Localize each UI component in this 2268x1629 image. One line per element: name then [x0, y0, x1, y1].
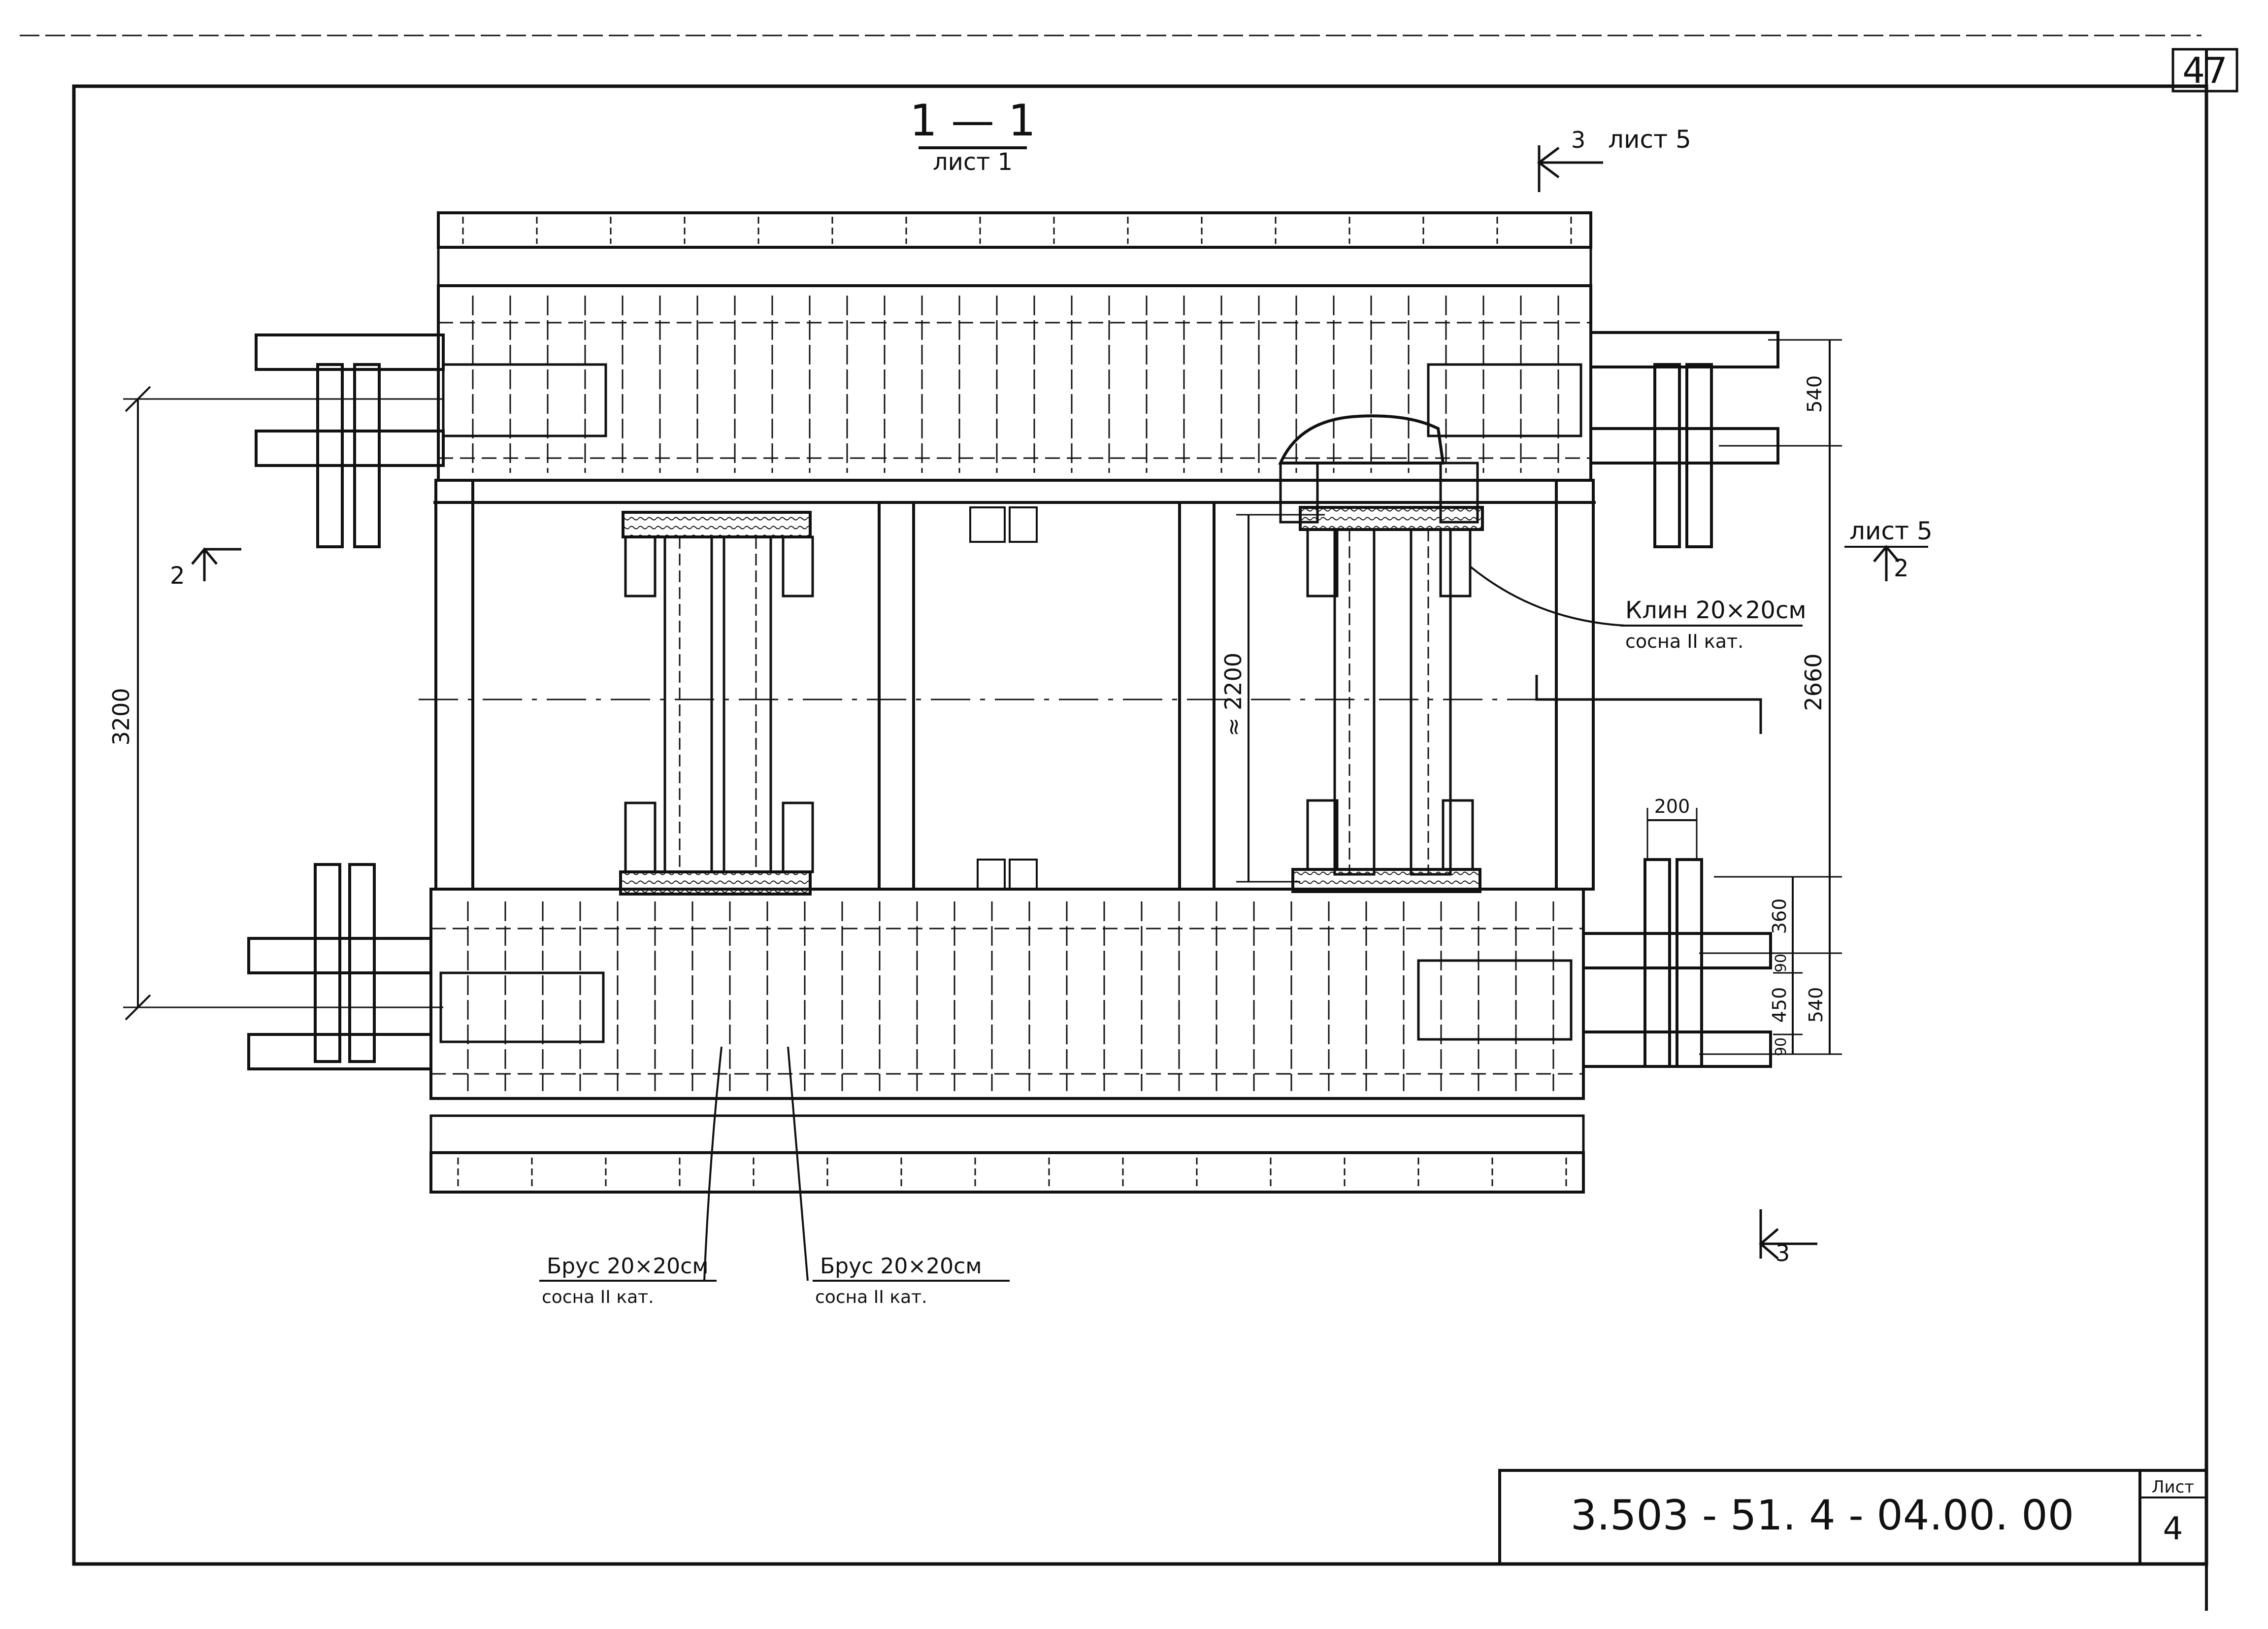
dim-540-bot: 540: [1805, 987, 1827, 1023]
section-title: 1 — 1 лист 1: [910, 95, 1036, 176]
section-ref: лист 1: [933, 148, 1013, 176]
brus-right-label: Брус 20×20см: [820, 1254, 982, 1279]
brus-right-material: сосна II кат.: [815, 1287, 927, 1307]
klin-label: Клин 20×20см: [1625, 597, 1807, 624]
dim-90b: 90: [1773, 1037, 1790, 1056]
marker-2-right-ref: лист 5: [1849, 517, 1933, 545]
drawing-code: 3.503 - 51. 4 - 04.00. 00: [1571, 1491, 2074, 1539]
dim-2660: 2660: [1800, 653, 1827, 711]
sheet-label: Лист: [2152, 1477, 2194, 1497]
marker-3-top-ref: лист 5: [1608, 125, 1691, 154]
dim-200: 200: [1654, 796, 1690, 817]
page-number: 47: [2182, 50, 2228, 91]
sheet-number: 4: [2163, 1511, 2183, 1547]
brus-left-material: сосна II кат.: [542, 1287, 654, 1307]
marker-2-right: 2: [1894, 555, 1909, 582]
dimension-lines: [123, 339, 1842, 1055]
top-deck: [433, 211, 1596, 504]
marker-3-top: 3: [1571, 127, 1585, 153]
callout-leaders: [539, 565, 1803, 1282]
section-markers: [191, 145, 1928, 1260]
dim-90a: 90: [1773, 954, 1790, 972]
outriggers: [247, 331, 1779, 1070]
dim-2200: ≈ 2200: [1220, 653, 1247, 736]
frame-posts: [419, 479, 1762, 891]
sheet-frame: [20, 34, 2238, 1611]
marker-3-bottom: 3: [1775, 1240, 1790, 1266]
dimension-texts: 3200 ≈ 2200 2660 540 200 360 90 450 540 …: [108, 375, 1827, 1056]
dim-3200: 3200: [108, 688, 134, 745]
left-jack-column: [619, 511, 814, 896]
section-title-text: 1 — 1: [910, 95, 1036, 146]
bottom-deck: [429, 888, 1585, 1194]
dim-540-top: 540: [1804, 375, 1826, 413]
dim-450: 450: [1769, 987, 1790, 1023]
right-jack-column: [1278, 414, 1484, 893]
dim-360: 360: [1769, 898, 1790, 934]
klin-material: сосна II кат.: [1625, 631, 1743, 652]
brus-left-label: Брус 20×20см: [547, 1254, 709, 1279]
marker-2-left: 2: [170, 562, 185, 590]
